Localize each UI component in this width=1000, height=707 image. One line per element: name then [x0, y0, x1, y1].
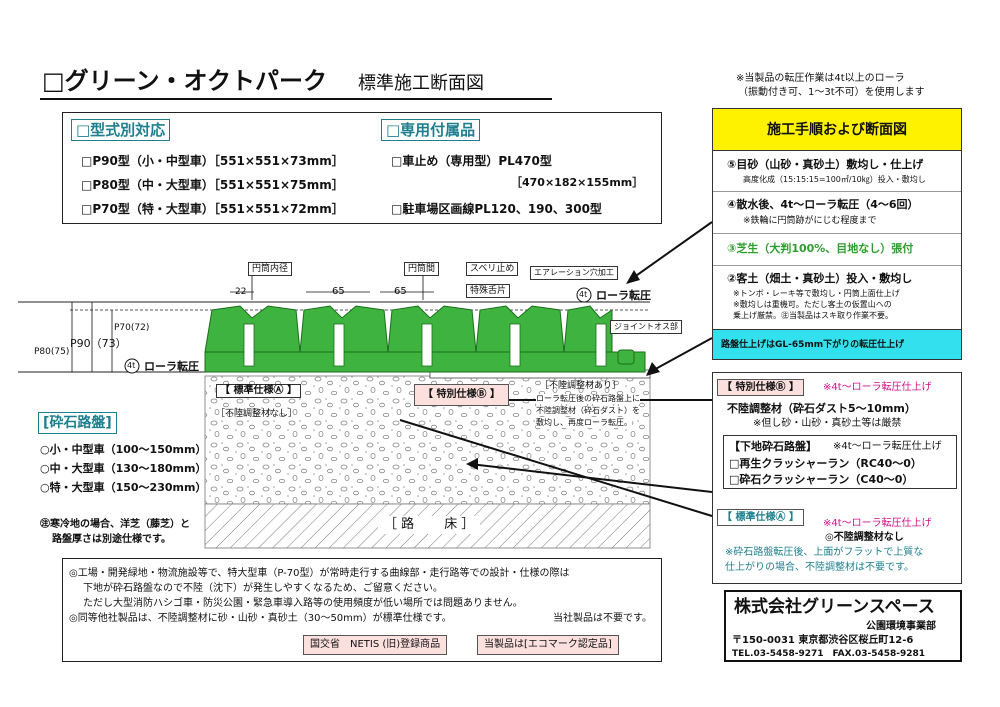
spec-b-note: ※但し砂・山砂・真砂土等は厳禁	[753, 418, 902, 429]
accessory-item-lines: □駐車場区画線PL120、190、300型	[391, 202, 602, 216]
label-pitch: 円筒間	[404, 262, 440, 276]
spec-b-heading: 【 特別仕様Ⓑ 】	[717, 379, 804, 396]
step-divider	[713, 191, 961, 192]
base-item-2: □砕石クラッシャーラン（C40～0）	[729, 473, 914, 486]
std-spec-label: 【 標準仕様Ⓐ 】	[216, 384, 301, 398]
types-heading: □型式別対応	[71, 119, 171, 141]
type-dims: ［551×551×72mm］	[213, 202, 344, 216]
special-spec-label: 【 特別仕様Ⓑ 】	[414, 384, 509, 406]
step-4-title: ④散水後、4t～ローラ転圧（4～6回）	[727, 198, 919, 211]
step-2-detail-2: ※敷均しは重機可。ただし客土の仮置山への	[733, 300, 892, 309]
roller-bottom-label: ローラ転圧	[144, 360, 199, 373]
step-2-detail-3: 乗上げ厳禁。㊟当製品はスキ取り作業不要。	[733, 311, 893, 320]
note-line-4: ◎同等他社製品は、不陸調整材に砂・山砂・真砂土（30～50mm）が標準仕様です。	[69, 613, 452, 624]
step-2-title: ②客土（畑土・真砂土）投入・敷均し	[727, 272, 913, 285]
dim-22: 22	[235, 287, 247, 297]
spec-a-roller: ※4t～ローラ転圧仕上げ	[823, 518, 932, 529]
special-note-3: 敷均し、再度ローラ転圧。	[536, 418, 632, 428]
roller-icon-bottom-label: 4t	[127, 361, 136, 370]
spec-a-note-1: ※砕石路盤転圧後、上面がフラットで上質な	[725, 547, 924, 558]
step-divider	[713, 233, 961, 234]
crushed-note-1: ㊟寒冷地の場合、洋芝（藤芝）と	[40, 519, 190, 530]
procedure-heading: 施工手順および断面図	[713, 109, 961, 151]
label-stopper: スベリ止め	[466, 262, 519, 276]
base-box	[723, 435, 957, 489]
grass-product-layer	[204, 305, 646, 373]
label-p80: P80(75)	[34, 347, 70, 357]
label-joint: ジョイントオス部	[610, 320, 682, 334]
roller-icon-top-label: 4t	[579, 290, 588, 299]
spec-b-material: 不陸調整材（砕石ダスト5～10mm）	[727, 402, 916, 415]
label-aeration: エアレーション穴加工	[530, 266, 618, 280]
roller-icon-bottom	[124, 358, 140, 374]
no-adjust-label: ［不陸調整材なし］	[216, 409, 298, 419]
type-dims: ［551×551×73mm］	[213, 154, 344, 168]
notes-box: ◎工場・開発緑地・物流施設等で、特大型車（P-70型）が常時走行する曲線部・走行…	[62, 558, 662, 662]
roller-note-2: （振動付き可、1～3t不可）を使用します	[738, 87, 925, 98]
label-tongue: 特殊舌片	[466, 284, 511, 298]
step-4-detail: ※鉄輪に円筒跡がにじむ程度まで	[743, 216, 877, 226]
company-division: 公園環境事業部	[866, 621, 936, 632]
with-adjust-label: ［不陸調整材あり］	[540, 381, 622, 391]
dim-65-a: 65	[332, 286, 345, 297]
company-tel: TEL.03-5458-9271 FAX.03-5458-9281	[732, 649, 926, 659]
step-3-title: ③芝生（大判100%、目地なし）張付	[727, 242, 914, 255]
type-label: □P80型（中・大型車）	[81, 178, 214, 192]
crushed-item-1: ○小・中型車（100～150mm）	[40, 443, 207, 456]
note-line-4b: 当社製品は不要です。	[553, 613, 652, 624]
company-box: 株式会社グリーンスペース 公園環境事業部 〒150-0031 東京都渋谷区桜丘町…	[724, 590, 962, 662]
type-item-p70: □P70型（特・大型車）［551×551×72mm］	[81, 201, 344, 217]
roller-icon-top	[576, 287, 592, 303]
dim-65-b: 65	[394, 286, 407, 297]
title-underline	[40, 98, 552, 100]
label-p70: P70(72)	[114, 323, 150, 333]
ecomark-badge: 当製品は[エコマーク認定品]	[477, 635, 619, 655]
type-label: □P70型（特・大型車）	[81, 202, 214, 216]
right-spec-panel: 【 特別仕様Ⓑ 】 ※4t～ローラ転圧仕上げ 不陸調整材（砕石ダスト5～10mm…	[712, 372, 962, 584]
type-label: □P90型（小・中型車）	[81, 154, 214, 168]
spec-a-none: ◎不陸調整材なし	[825, 532, 904, 543]
step-2-detail-1: ※トンボ・レーキ等で敷均し・円筒上面仕上げ	[733, 289, 900, 298]
spec-b-roller: ※4t～ローラ転圧仕上げ	[823, 382, 932, 393]
special-note-1: ローラ転圧後の砕石路盤上に	[536, 394, 640, 404]
base-roller: ※4t～ローラ転圧仕上げ	[833, 441, 942, 452]
note-line-1: ◎工場・開発緑地・物流施設等で、特大型車（P-70型）が常時走行する曲線部・走行…	[69, 568, 570, 579]
company-address: 〒150-0031 東京都渋谷区桜丘町12-6	[732, 635, 914, 646]
spec-a-note-2: 仕上がりの場合、不陸調整材は不要です。	[725, 562, 914, 573]
step-divider	[713, 265, 961, 266]
note-line-2: 下地が砕石路盤なので不陸（沈下）が発生しやすくなるため、ご留意ください。	[83, 583, 443, 594]
accessory-item-stopper-dims: ［470×182×155mm］	[511, 176, 644, 189]
note-line-3: ただし大型消防ハシゴ車・防災公園・緊急車導入路等の使用頻度が低い場所では問題あり…	[83, 598, 523, 609]
label-p90: P90（73）	[70, 337, 127, 350]
procedure-panel: 施工手順および断面図 ⑤目砂（山砂・真砂土）敷均し・仕上げ 高度化成（15:15…	[712, 108, 962, 360]
base-heading: 【下地砕石路盤】	[729, 440, 817, 453]
label-pitch-inner: 円筒内径	[248, 262, 293, 276]
type-dims: ［551×551×75mm］	[213, 178, 344, 192]
accessory-item-stopper: □車止め（専用型）PL470型	[391, 154, 552, 168]
company-name: 株式会社グリーンスペース	[734, 597, 935, 617]
product-types-box: □型式別対応 □P90型（小・中型車）［551×551×73mm］ □P80型（…	[62, 112, 662, 224]
netis-badge: 国交省 NETIS (旧)登録商品	[303, 635, 448, 655]
type-item-p80: □P80型（中・大型車）［551×551×75mm］	[81, 177, 344, 193]
step-5-detail: 高度化成（15:15:15=100㎡/10㎏）投入・敷均し	[743, 175, 926, 184]
special-note-2: 不陸調整材（砕石ダスト）を	[536, 406, 640, 416]
crushed-item-2: ○中・大型車（130～180mm）	[40, 462, 207, 475]
step-5-title: ⑤目砂（山砂・真砂土）敷均し・仕上げ	[727, 158, 924, 171]
crushed-note-2: 路盤厚さは別途仕様です。	[52, 534, 171, 545]
accessories-heading: □専用付属品	[381, 119, 481, 141]
page-subtitle: 標準施工断面図	[358, 73, 484, 94]
subgrade-label: ［ 路 床 ］	[378, 516, 481, 534]
page-title: □グリーン・オクトパーク	[42, 67, 327, 95]
roller-top-label: ローラ転圧	[596, 289, 651, 302]
step-1-bar: 路盤仕上げはGL-65mm下がりの転圧仕上げ	[713, 329, 961, 359]
crushed-heading: [砕石路盤]	[38, 412, 117, 434]
type-item-p90: □P90型（小・中型車）［551×551×73mm］	[81, 153, 344, 169]
crushed-item-3: ○特・大型車（150～230mm）	[40, 481, 207, 494]
spec-a-heading: 【 標準仕様Ⓐ 】	[717, 509, 804, 526]
roller-note-1: ※当製品の転圧作業は4t以上のローラ	[736, 73, 905, 84]
base-item-1: □再生クラッシャーラン（RC40～0）	[729, 457, 922, 470]
